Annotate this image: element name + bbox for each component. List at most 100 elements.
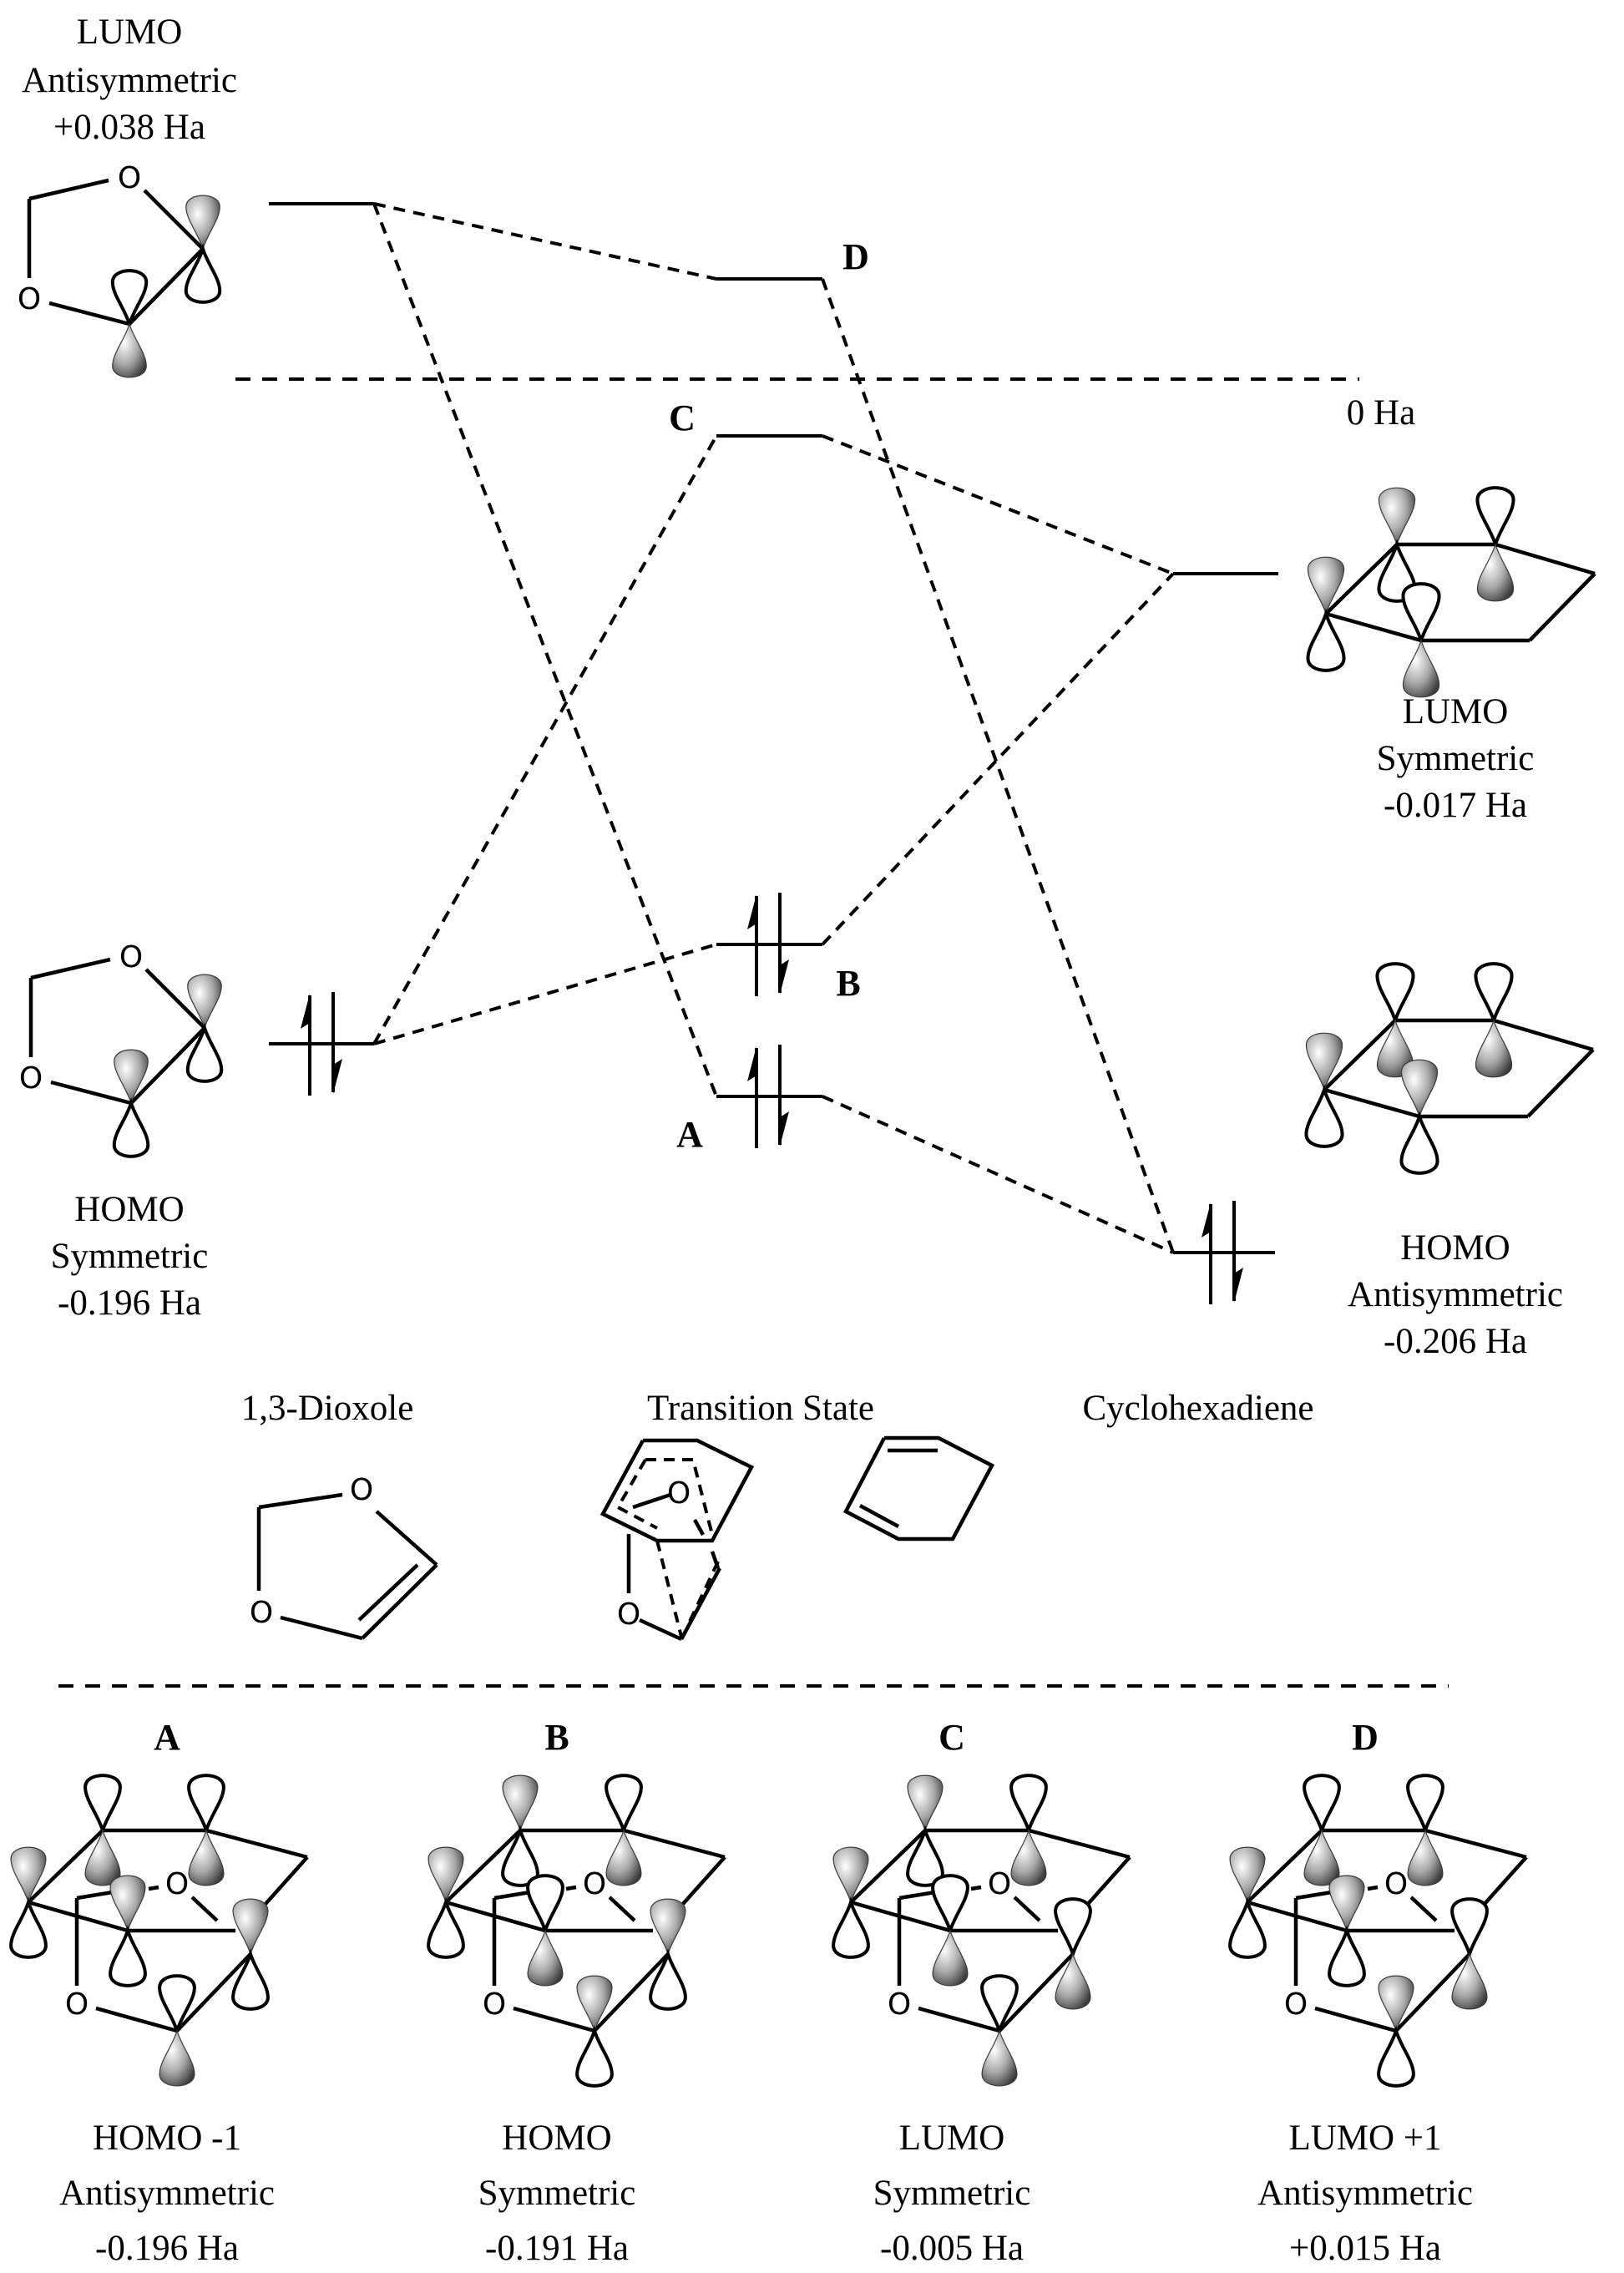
oxygen-atom: O xyxy=(988,1867,1011,1901)
dioxole-homo-label: HOMO Symmetric -0.196 Ha xyxy=(51,1190,209,1323)
bond-line xyxy=(27,1829,104,1904)
cyclohexadiene-lumo-label: LUMO Symmetric -0.017 Ha xyxy=(1377,692,1535,825)
orbital-lobe-empty xyxy=(231,1948,270,2011)
orbital-lobe-shaded xyxy=(650,1899,686,1954)
orbital-lobe-empty xyxy=(1474,962,1514,1026)
orbital-lobe-empty xyxy=(83,1774,122,1836)
orbital-lobe-shaded xyxy=(1308,557,1344,614)
orbital-lobe-shaded xyxy=(1055,1954,1090,2009)
bond-line xyxy=(1483,1855,1528,1906)
bond-line xyxy=(444,1829,522,1904)
ts-orbital-energy: -0.191 Ha xyxy=(485,2229,629,2268)
orbital-lobe-shaded xyxy=(159,2031,195,2086)
dioxole-lumo-energy: +0.038 Ha xyxy=(53,108,205,147)
orbital-lobe-empty xyxy=(109,1925,147,1987)
bond-line xyxy=(608,1896,636,1922)
bond-line xyxy=(1409,1896,1438,1922)
dioxole-homo-title: HOMO xyxy=(74,1190,184,1229)
oxygen-atom: O xyxy=(350,1473,373,1507)
chd-lumo-energy: -0.017 Ha xyxy=(1384,786,1527,825)
orbital-lobe-shaded xyxy=(1477,544,1514,601)
corr-a-to-chd-homo xyxy=(822,1095,1174,1254)
bond-line xyxy=(1526,1048,1595,1118)
bond-line xyxy=(1028,1828,1131,1860)
cyclohexadiene-structure xyxy=(842,1435,995,1541)
orbital-lobe-empty xyxy=(1303,1774,1341,1836)
ts-orbital-name: LUMO xyxy=(899,2119,1005,2158)
corr-b-to-chd-lumo xyxy=(821,572,1175,946)
chd-lumo-symmetry: Symmetric xyxy=(1377,739,1535,778)
orbital-lobe-shaded xyxy=(1408,1830,1443,1886)
orbital-lobe-shaded xyxy=(112,324,147,377)
orbital-lobe-shaded xyxy=(528,1931,563,1986)
bond-line xyxy=(918,2006,1000,2033)
electron-pair-icon xyxy=(747,1045,789,1148)
bond-line xyxy=(175,1952,252,2033)
bond-line xyxy=(1314,2006,1397,2033)
bond-line xyxy=(1323,1019,1397,1091)
orbital-lobe-empty xyxy=(526,1874,564,1936)
orbital-lobe-empty xyxy=(906,1825,944,1887)
oxygen-atom: O xyxy=(19,1061,43,1096)
orbital-lobe-shaded xyxy=(11,1847,46,1902)
bond-line xyxy=(998,1952,1075,2033)
ts-orbital-symmetry: Antisymmetric xyxy=(59,2174,275,2213)
orbital-lobe-shaded xyxy=(1377,1020,1414,1077)
bond-line xyxy=(1013,1896,1041,1922)
corr-dioxole-lumo-to-d xyxy=(373,202,717,281)
zero-energy-label: 0 Ha xyxy=(1347,393,1415,433)
cyclohexadiene-homo-orbital-drawing xyxy=(1304,962,1595,1175)
orbital-lobe-shaded xyxy=(933,1931,968,1986)
orbital-lobe-shaded xyxy=(428,1847,463,1902)
electron-pair-icon xyxy=(1202,1201,1243,1304)
orbital-lobe-empty xyxy=(501,1825,539,1887)
orbital-lobe-shaded xyxy=(114,1050,149,1103)
orbital-lobe-shaded xyxy=(908,1775,943,1830)
bond-line xyxy=(148,1885,159,1891)
bond-line xyxy=(681,1855,726,1906)
orbital-lobe-empty xyxy=(832,1896,870,1959)
bond-line xyxy=(50,1080,132,1106)
orbital-lobe-empty xyxy=(1375,962,1415,1026)
orbital-lobe-shaded xyxy=(1011,1830,1046,1886)
bond-line xyxy=(264,1855,309,1906)
orbital-lobe-shaded xyxy=(189,1830,224,1886)
oxygen-atom: O xyxy=(583,1867,606,1901)
bond-line xyxy=(95,2006,178,2033)
orbital-lobe-shaded xyxy=(110,1876,145,1931)
orbital-lobe-empty xyxy=(1328,1925,1366,1987)
orbital-lobe-empty xyxy=(1475,486,1515,550)
bond-line xyxy=(144,968,206,1030)
bond-line xyxy=(1086,1855,1131,1906)
dioxole-homo-symmetry: Symmetric xyxy=(51,1237,209,1276)
dioxole-lumo-orbital-drawing: OO xyxy=(18,161,222,378)
orbital-lobe-empty xyxy=(575,2025,614,2088)
orbital-lobe-empty xyxy=(1054,1897,1092,1960)
oxygen-atom: O xyxy=(1384,1867,1408,1901)
bond-line xyxy=(493,1890,531,1901)
ts-orbital-name: HOMO xyxy=(502,2119,611,2158)
bond-line xyxy=(205,1828,308,1860)
orbital-lobe-shaded xyxy=(1379,1976,1414,2031)
dioxole-homo-orbital-drawing: OO xyxy=(19,940,224,1158)
bond-line xyxy=(593,1952,670,2033)
dioxole-structure: O O xyxy=(250,1473,438,1641)
orbital-lobe-shaded xyxy=(1401,1060,1438,1116)
bond-line xyxy=(1323,1087,1420,1119)
bond-line xyxy=(76,1890,114,1901)
oxygen-atom: O xyxy=(483,1987,506,2022)
orbital-lobe-empty xyxy=(187,1774,225,1836)
bond-line xyxy=(1528,572,1596,642)
orbital-lobe-shaded xyxy=(982,2031,1017,2086)
orbital-lobe-shaded xyxy=(1304,1830,1339,1886)
orbital-lobe-empty xyxy=(1304,1084,1344,1148)
orbital-lobe-shaded xyxy=(233,1899,268,1954)
oxygen-atom: O xyxy=(250,1596,273,1630)
bond-line xyxy=(513,2006,595,2033)
oxygen-atom: O xyxy=(118,161,141,195)
orbital-lobe-shaded xyxy=(185,195,220,249)
